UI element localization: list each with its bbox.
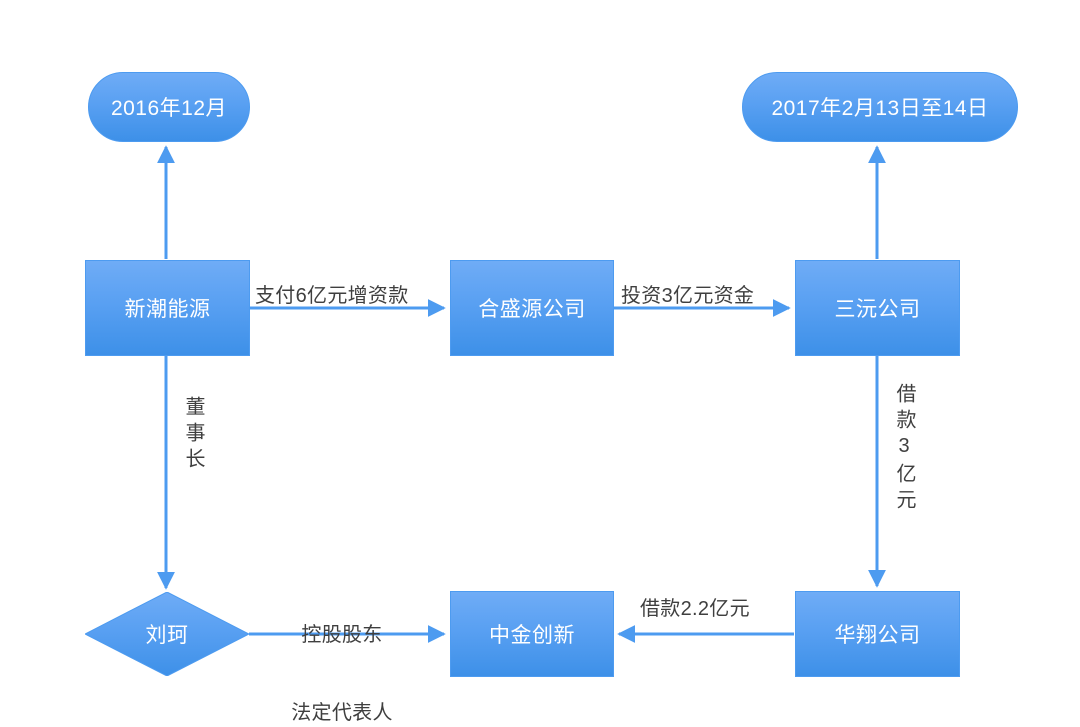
edge-label-loan-22yi: 借款2.2亿元 <box>640 596 750 622</box>
edge-label-chairman-text: 董事长 <box>182 396 204 474</box>
edge-label-loan-22yi-text: 借款2.2亿元 <box>640 598 750 620</box>
node-date-2017[interactable]: 2017年2月13日至14日 <box>742 72 1018 142</box>
edge-label-pay-increase-text: 支付6亿元增资款 <box>255 285 409 307</box>
node-date-2016[interactable]: 2016年12月 <box>88 72 250 142</box>
node-xinchao-energy-label: 新潮能源 <box>124 298 211 321</box>
node-huaxiang[interactable]: 华翔公司 <box>795 591 960 677</box>
node-sanyuan-label: 三沅公司 <box>834 298 921 321</box>
diamond-shape <box>85 592 249 676</box>
node-liuke[interactable]: 刘珂 <box>85 592 249 676</box>
node-date-2016-label: 2016年12月 <box>110 97 228 120</box>
node-heshengyuan[interactable]: 合盛源公司 <box>450 260 614 356</box>
node-xinchao-energy[interactable]: 新潮能源 <box>85 260 250 356</box>
edge-label-loan-3yi-text: 借款3亿元 <box>893 383 915 515</box>
node-sanyuan[interactable]: 三沅公司 <box>795 260 960 356</box>
node-heshengyuan-label: 合盛源公司 <box>478 298 586 321</box>
edge-label-chairman: 董事长 <box>178 396 208 474</box>
node-liuke-label: 刘珂 <box>145 624 189 647</box>
edge-label-legal-representative-line2: 法定代表人 <box>291 702 393 724</box>
edge-label-invest-funds-text: 投资3亿元资金 <box>621 285 755 307</box>
node-huaxiang-label: 华翔公司 <box>834 624 921 647</box>
edge-label-invest-funds: 投资3亿元资金 <box>621 283 754 309</box>
node-zhongjin-innovation-label: 中金创新 <box>489 624 575 647</box>
node-zhongjin-innovation[interactable]: 中金创新 <box>450 591 614 677</box>
edge-label-loan-3yi: 借款3亿元 <box>889 383 919 515</box>
edge-label-pay-increase: 支付6亿元增资款 <box>255 283 409 309</box>
node-date-2017-label: 2017年2月13日至14日 <box>771 97 989 120</box>
edge-label-controlling-shareholder: 控股股东 法定代表人 <box>278 570 406 727</box>
edge-label-controlling-shareholder-line1: 控股股东 <box>301 624 383 646</box>
